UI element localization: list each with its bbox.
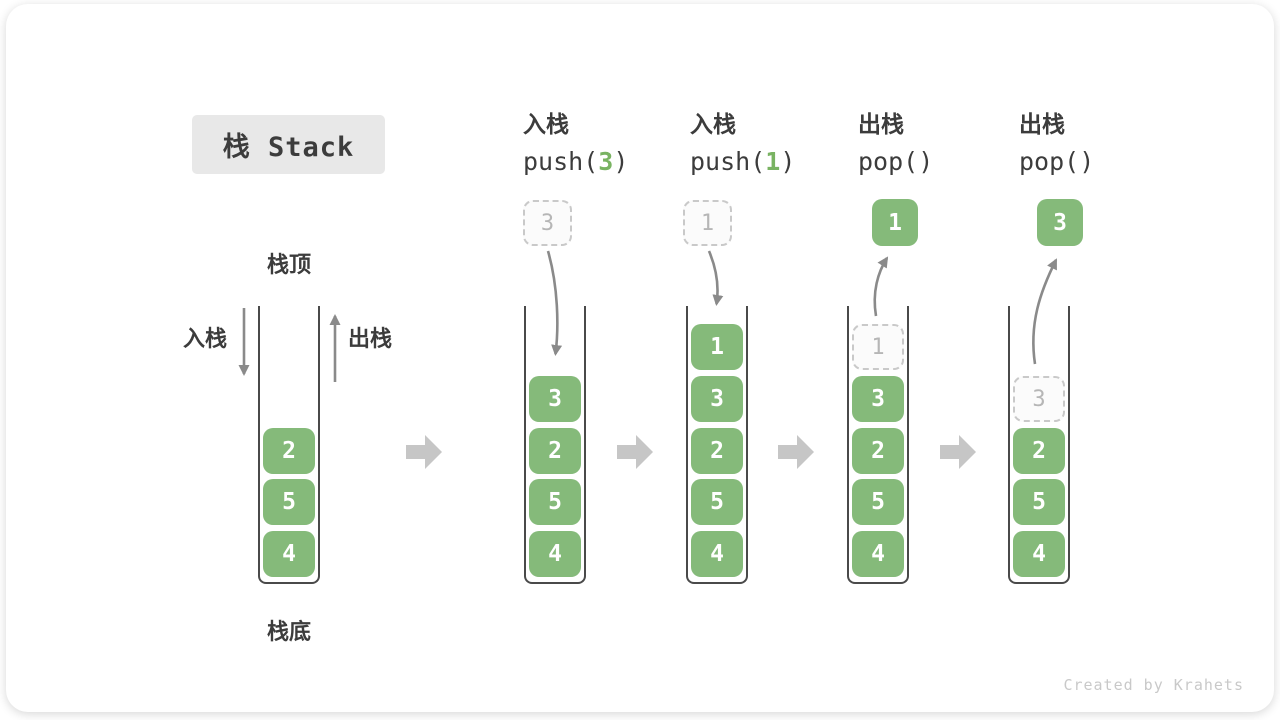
stack-block: 4 (263, 531, 315, 577)
step-arrow-icon (617, 435, 653, 469)
code-post: ) (918, 147, 934, 176)
title-badge: 栈 Stack (192, 115, 385, 174)
watermark: Created by Krahets (1063, 676, 1244, 694)
step-arrow-icon (406, 435, 442, 469)
code-post: ) (613, 147, 629, 176)
code-arg: 1 (765, 147, 781, 176)
code-post: ) (1079, 147, 1095, 176)
stack-block: 4 (691, 531, 743, 577)
stack-well-after-push-1: 1 3 2 5 4 (686, 306, 748, 584)
step-arrow-icon (940, 435, 976, 469)
stack-block: 5 (691, 479, 743, 525)
stack-block: 4 (529, 531, 581, 577)
stack-block: 5 (1013, 479, 1065, 525)
stack-block: 5 (529, 479, 581, 525)
popped-value-box: 3 (1037, 199, 1083, 246)
stack-top-label: 栈顶 (266, 252, 311, 277)
stack-block: 2 (1013, 428, 1065, 474)
step-arrow-icon (778, 435, 814, 469)
ghost-slot: 3 (1013, 376, 1065, 422)
incoming-value-box: 1 (683, 200, 732, 246)
op-name: 入栈 (690, 111, 736, 137)
code-post: ) (780, 147, 796, 176)
stack-block: 2 (529, 428, 581, 474)
code-pre: push( (523, 147, 599, 176)
diagram-card: 栈 Stack 入栈 push(3) 入栈 push(1) 出栈 pop() 出… (6, 4, 1274, 712)
op-code: pop() (1019, 147, 1094, 177)
page-title: 栈 Stack (222, 132, 355, 163)
op-header-push-3: 入栈 push(3) (523, 110, 628, 177)
op-header-pop-2: 出栈 pop() (1019, 110, 1094, 177)
stack-block: 4 (1013, 531, 1065, 577)
push-1-motion-arrow-icon (707, 250, 724, 306)
op-name: 出栈 (858, 111, 904, 137)
code-pre: push( (690, 147, 766, 176)
stack-bottom-label: 栈底 (266, 619, 311, 644)
push-side-label: 入栈 (183, 326, 228, 351)
stack-well-after-pop-2: 3 2 5 4 (1008, 306, 1070, 584)
op-code: pop() (858, 147, 933, 177)
ghost-slot: 1 (852, 324, 904, 370)
stack-well-initial: 2 5 4 (258, 306, 320, 584)
code-pre: pop( (858, 147, 919, 176)
stack-block: 2 (691, 428, 743, 474)
op-name: 出栈 (1019, 111, 1065, 137)
stack-block: 1 (691, 324, 743, 370)
incoming-value-box: 3 (523, 200, 572, 246)
stack-block: 5 (263, 479, 315, 525)
op-header-push-1: 入栈 push(1) (690, 110, 795, 177)
stack-block: 3 (529, 376, 581, 422)
op-name: 入栈 (523, 111, 569, 137)
stack-block: 4 (852, 531, 904, 577)
stack-well-after-pop-1: 1 3 2 5 4 (847, 306, 909, 584)
stack-well-after-push-3: 3 2 5 4 (524, 306, 586, 584)
stack-block: 5 (852, 479, 904, 525)
code-arg: 3 (598, 147, 614, 176)
op-code: push(1) (690, 147, 795, 177)
stack-block: 3 (691, 376, 743, 422)
op-header-pop-1: 出栈 pop() (858, 110, 933, 177)
stack-block: 2 (263, 428, 315, 474)
pop-side-label: 出栈 (348, 326, 393, 351)
stack-block: 3 (852, 376, 904, 422)
popped-value-box: 1 (872, 199, 918, 246)
op-code: push(3) (523, 147, 628, 177)
code-pre: pop( (1019, 147, 1080, 176)
stack-block: 2 (852, 428, 904, 474)
